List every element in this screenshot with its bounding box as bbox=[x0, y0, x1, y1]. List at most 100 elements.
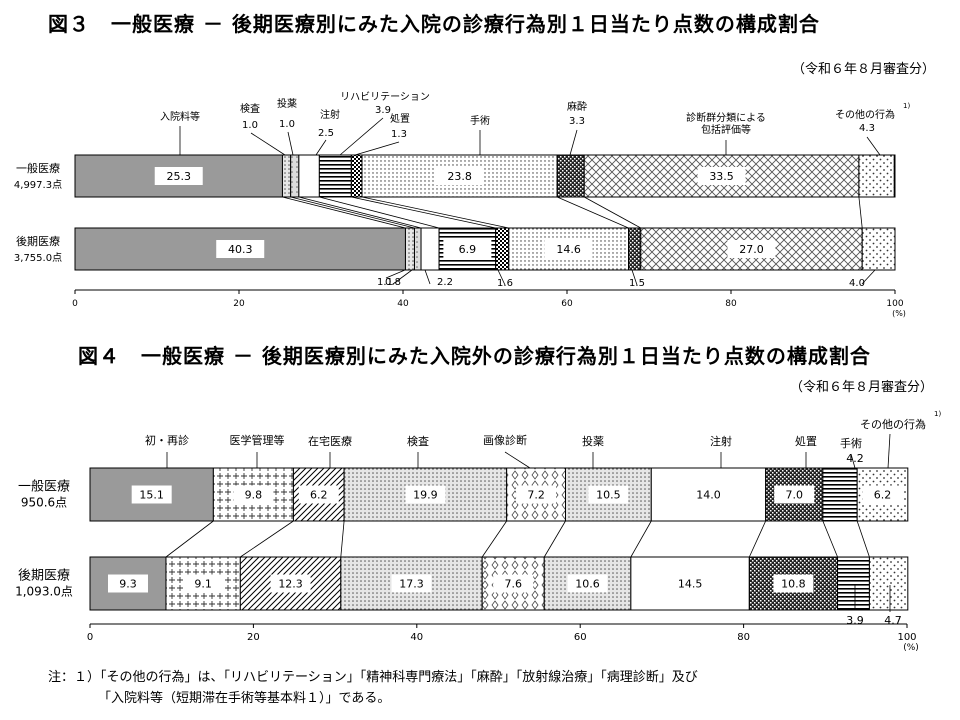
bar-segment bbox=[420, 227, 440, 271]
leader-line bbox=[392, 269, 413, 285]
value-label: 40.3 bbox=[228, 243, 253, 256]
category-label: 診断群分類による bbox=[686, 111, 766, 124]
bar-segment bbox=[350, 154, 363, 198]
x-tick-label: 0 bbox=[87, 632, 93, 643]
value-label: 10.5 bbox=[596, 489, 621, 502]
category-label: 在宅医療 bbox=[308, 434, 352, 448]
top-value-label: 3.9 bbox=[375, 105, 391, 116]
value-label: 14.6 bbox=[556, 243, 581, 256]
bar-segment bbox=[495, 227, 510, 271]
figure4-title: 図４ 一般医療 － 後期医療別にみた入院外の診療行為別１日当たり点数の構成割合 bbox=[78, 344, 871, 368]
value-box bbox=[154, 167, 203, 185]
value-label: 25.3 bbox=[166, 170, 191, 183]
row-label: 一般医療 bbox=[18, 479, 70, 495]
x-tick-label: 80 bbox=[737, 632, 750, 643]
row-total: 3,755.0点 bbox=[14, 252, 62, 264]
x-tick-label: 100 bbox=[886, 299, 903, 309]
x-tick-label: 20 bbox=[233, 299, 245, 309]
bar-segment bbox=[628, 227, 642, 271]
bar-segment bbox=[837, 556, 870, 611]
bar-segment bbox=[404, 227, 415, 271]
pct-unit: (%) bbox=[903, 643, 919, 653]
bar-segment bbox=[281, 154, 292, 198]
row-total: 4,997.3点 bbox=[14, 179, 62, 191]
pct-unit: (%) bbox=[892, 309, 906, 318]
value-box bbox=[107, 574, 148, 593]
category-label: その他の行為 bbox=[835, 108, 895, 121]
bottom-value-label: 1.5 bbox=[629, 278, 645, 289]
connector-line bbox=[481, 520, 508, 558]
row-label: 後期医療 bbox=[18, 569, 70, 584]
bar-segment bbox=[290, 154, 300, 198]
row-total: 1,093.0点 bbox=[15, 585, 73, 599]
connector-line bbox=[290, 196, 415, 229]
value-box bbox=[774, 485, 815, 504]
footnote-marker: 1) bbox=[934, 410, 941, 418]
value-label: 10.6 bbox=[575, 578, 600, 591]
value-label: 9.3 bbox=[119, 578, 137, 591]
value-label: 7.2 bbox=[527, 489, 545, 502]
bar-segment bbox=[556, 154, 585, 198]
leader-line bbox=[569, 129, 578, 156]
x-tick-label: 100 bbox=[897, 632, 916, 643]
value-box bbox=[567, 574, 608, 593]
leader-line bbox=[250, 132, 286, 156]
category-label: 手術 bbox=[840, 436, 862, 450]
x-tick-label: 40 bbox=[410, 632, 423, 643]
leader-line bbox=[385, 269, 406, 279]
category-label: リハビリテーション bbox=[340, 91, 430, 103]
x-tick-label: 60 bbox=[574, 632, 587, 643]
value-label: 17.3 bbox=[399, 578, 424, 591]
value-label: 7.6 bbox=[504, 578, 522, 591]
leader-line bbox=[287, 131, 294, 156]
value-box bbox=[862, 485, 903, 504]
x-tick-label: 80 bbox=[725, 299, 737, 309]
bar-segment bbox=[861, 227, 896, 271]
value-box bbox=[298, 485, 339, 504]
value-label: 14.5 bbox=[678, 578, 703, 591]
figure3-survey-period: （令和６年８月審査分） bbox=[792, 62, 936, 77]
value-box bbox=[688, 485, 729, 504]
leader-line bbox=[887, 433, 891, 469]
connector-line bbox=[822, 520, 838, 558]
top-value-label: 4.3 bbox=[859, 123, 875, 134]
category-label: 手術 bbox=[470, 114, 490, 127]
bottom-value-label: 4.0 bbox=[849, 278, 865, 289]
value-label: 6.2 bbox=[874, 489, 892, 502]
connector-line bbox=[165, 520, 214, 558]
connector-line bbox=[630, 520, 652, 558]
value-label: 19.9 bbox=[413, 489, 438, 502]
category-label: 処置 bbox=[795, 435, 817, 448]
value-label: 9.8 bbox=[245, 489, 263, 502]
connector-line bbox=[351, 196, 496, 229]
value-box bbox=[727, 240, 776, 258]
value-label: 27.0 bbox=[739, 243, 764, 256]
bar-segment bbox=[239, 556, 342, 611]
bottom-value-label: 2.2 bbox=[437, 277, 453, 288]
connector-line bbox=[748, 520, 767, 558]
category-label: 投薬 bbox=[582, 434, 604, 448]
connector-line bbox=[340, 520, 345, 558]
footnote-marker: 1) bbox=[903, 102, 910, 110]
top-value-label: 1.0 bbox=[242, 120, 258, 131]
connector-line bbox=[361, 196, 509, 229]
category-label: 処置 bbox=[390, 112, 410, 125]
top-value-label: 1.0 bbox=[279, 119, 295, 130]
category-label: 検査 bbox=[407, 434, 429, 448]
leader-line bbox=[339, 117, 384, 156]
value-box bbox=[233, 485, 274, 504]
value-label: 33.5 bbox=[709, 170, 734, 183]
bottom-value-label: 1.6 bbox=[497, 278, 513, 289]
bar-segment bbox=[858, 154, 895, 198]
value-label: 9.1 bbox=[194, 578, 212, 591]
value-box bbox=[544, 240, 593, 258]
value-label: 12.3 bbox=[278, 578, 303, 591]
connector-line bbox=[298, 196, 422, 229]
connector-line bbox=[543, 520, 566, 558]
value-box bbox=[131, 485, 172, 504]
value-box bbox=[270, 574, 311, 593]
value-box bbox=[588, 485, 629, 504]
connector-line bbox=[856, 520, 870, 558]
